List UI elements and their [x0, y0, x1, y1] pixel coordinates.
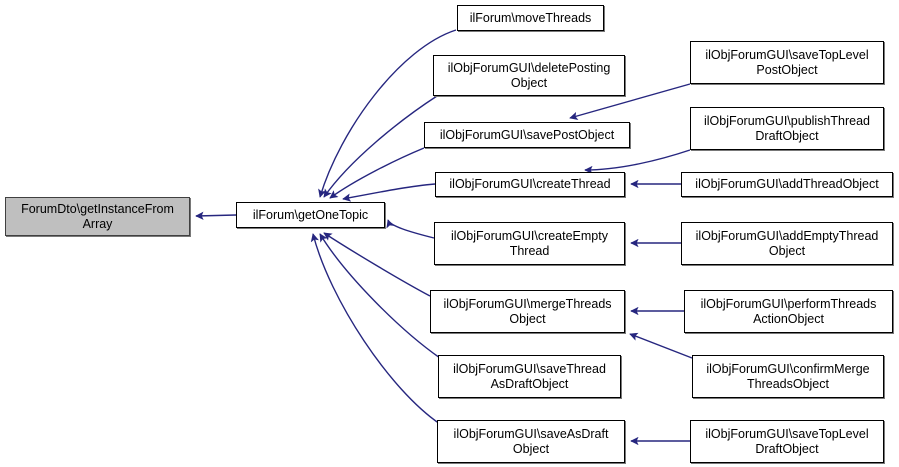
node-label: ilObjForumGUI\mergeThreads Object	[443, 296, 612, 326]
node-label: ilForum\moveThreads	[469, 10, 592, 25]
edge-ilobjforumgui_savepostobject-to-ilforum_getonetopic	[329, 147, 425, 199]
node-label: ilObjForumGUI\saveAsDraft Object	[453, 426, 609, 456]
edge-ilobjforumgui_publishthreaddraftobject-to-ilobjforumgui_savepostobject	[584, 149, 691, 175]
node-ilobjforumgui_savetopleveldraftobject[interactable]: ilObjForumGUI\saveTopLevel DraftObject	[690, 420, 884, 463]
edge-ilobjforumgui_createemptythread-to-ilforum_getonetopic	[386, 219, 435, 239]
edge-ilobjforumgui_deletepostingobject-to-ilforum_getonetopic	[323, 95, 438, 198]
edge-ilforum_getonetopic-to-forumdto_getinstancefromarray	[195, 211, 237, 221]
node-label: ilObjForumGUI\saveTopLevel DraftObject	[705, 426, 869, 456]
node-label: ilObjForumGUI\savePostObject	[439, 127, 615, 142]
node-ilobjforumgui_mergethreadsobject[interactable]: ilObjForumGUI\mergeThreads Object	[430, 290, 625, 333]
node-label: ilObjForumGUI\saveThread AsDraftObject	[453, 361, 606, 391]
node-forumdto_getinstancefromarray[interactable]: ForumDto\getInstanceFrom Array	[5, 197, 190, 236]
node-ilforum_getonetopic[interactable]: ilForum\getOneTopic	[236, 202, 385, 228]
edge-ilobjforumgui_confirmmergethreadsobject-to-ilobjforumgui_mergethreadsobject	[629, 332, 693, 359]
node-ilobjforumgui_performthreadsactionobject[interactable]: ilObjForumGUI\performThreads ActionObjec…	[684, 290, 893, 333]
node-ilobjforumgui_savethreadasdraftobject[interactable]: ilObjForumGUI\saveThread AsDraftObject	[438, 355, 621, 398]
node-ilobjforumgui_savetoplevelpostobject[interactable]: ilObjForumGUI\saveTopLevel PostObject	[690, 41, 884, 84]
node-ilobjforumgui_addthreadobject[interactable]: ilObjForumGUI\addThreadObject	[681, 172, 893, 197]
node-ilobjforumgui_createemptythread[interactable]: ilObjForumGUI\createEmpty Thread	[434, 222, 625, 265]
node-ilobjforumgui_savepostobject[interactable]: ilObjForumGUI\savePostObject	[424, 122, 630, 148]
node-label: ilObjForumGUI\saveTopLevel PostObject	[705, 47, 869, 77]
node-ilobjforumgui_deletepostingobject[interactable]: ilObjForumGUI\deletePosting Object	[433, 55, 625, 96]
node-ilobjforumgui_addemptythreadobject[interactable]: ilObjForumGUI\addEmptyThread Object	[681, 222, 893, 265]
node-ilobjforumgui_createthread[interactable]: ilObjForumGUI\createThread	[435, 172, 625, 197]
edge-ilobjforumgui_savethreadasdraftobject-to-ilforum_getonetopic	[319, 233, 441, 359]
node-label: ilObjForumGUI\publishThread DraftObject	[703, 113, 871, 143]
node-ilforum_movethreads[interactable]: ilForum\moveThreads	[457, 5, 604, 31]
edge-ilobjforumgui_saveasdraftobject-to-ilforum_getonetopic	[310, 233, 441, 425]
edge-ilobjforumgui_createthread-to-ilforum_getonetopic	[342, 183, 436, 202]
node-label: ilObjForumGUI\createThread	[449, 177, 611, 191]
node-ilobjforumgui_publishthreaddraftobject[interactable]: ilObjForumGUI\publishThread DraftObject	[690, 107, 884, 150]
node-label: ilObjForumGUI\deletePosting Object	[447, 60, 611, 90]
node-label: ilForum\getOneTopic	[252, 207, 369, 222]
edge-ilobjforumgui_mergethreadsobject-to-ilforum_getonetopic	[323, 232, 431, 297]
node-ilobjforumgui_saveasdraftobject[interactable]: ilObjForumGUI\saveAsDraft Object	[437, 420, 625, 463]
node-label: ilObjForumGUI\createEmpty Thread	[451, 228, 608, 258]
node-label: ForumDto\getInstanceFrom Array	[21, 201, 174, 231]
node-label: ilObjForumGUI\addEmptyThread Object	[695, 228, 879, 258]
node-label: ilObjForumGUI\performThreads ActionObjec…	[700, 296, 877, 326]
node-label: ilObjForumGUI\confirmMerge ThreadsObject	[706, 361, 870, 391]
node-label: ilObjForumGUI\addThreadObject	[695, 177, 879, 191]
node-ilobjforumgui_confirmmergethreadsobject[interactable]: ilObjForumGUI\confirmMerge ThreadsObject	[692, 355, 884, 398]
